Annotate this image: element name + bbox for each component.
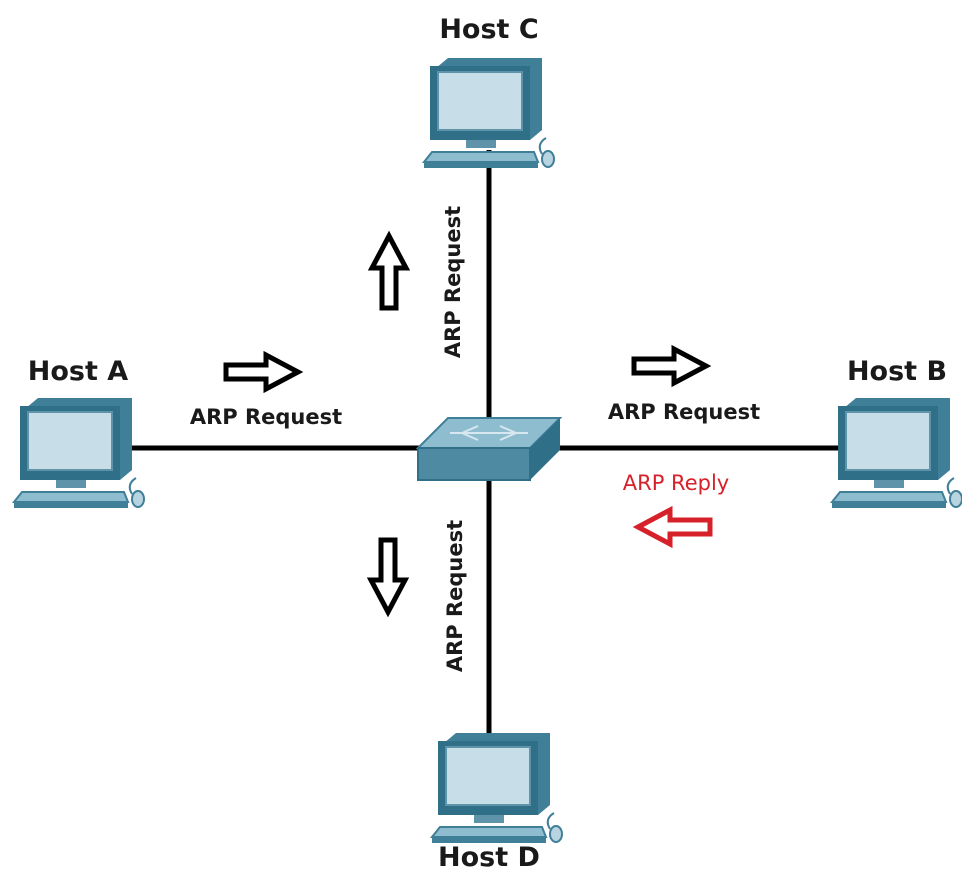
arp-request-label-right: ARP Request — [608, 400, 760, 424]
host-b-computer-icon — [831, 397, 962, 509]
arp-request-label-up: ARP Request — [441, 206, 465, 358]
request-arrow-right-icon — [634, 349, 706, 383]
host-d-label: Host D — [438, 842, 540, 873]
host-d-computer-icon — [431, 732, 563, 844]
switch-icon — [415, 417, 563, 481]
host-b-label: Host B — [847, 356, 947, 387]
host-a-label: Host A — [28, 356, 129, 387]
host-c-label: Host C — [439, 14, 538, 45]
arp-request-label-down: ARP Request — [443, 520, 467, 672]
host-c-computer-icon — [423, 57, 555, 169]
request-arrow-down-icon — [371, 540, 405, 612]
arp-request-label-left: ARP Request — [190, 405, 342, 429]
request-arrow-right-icon — [226, 355, 298, 389]
arp-reply-label: ARP Reply — [623, 471, 729, 495]
request-arrow-up-icon — [372, 236, 406, 308]
host-a-computer-icon — [13, 397, 145, 509]
reply-arrow-left-icon — [638, 510, 710, 544]
